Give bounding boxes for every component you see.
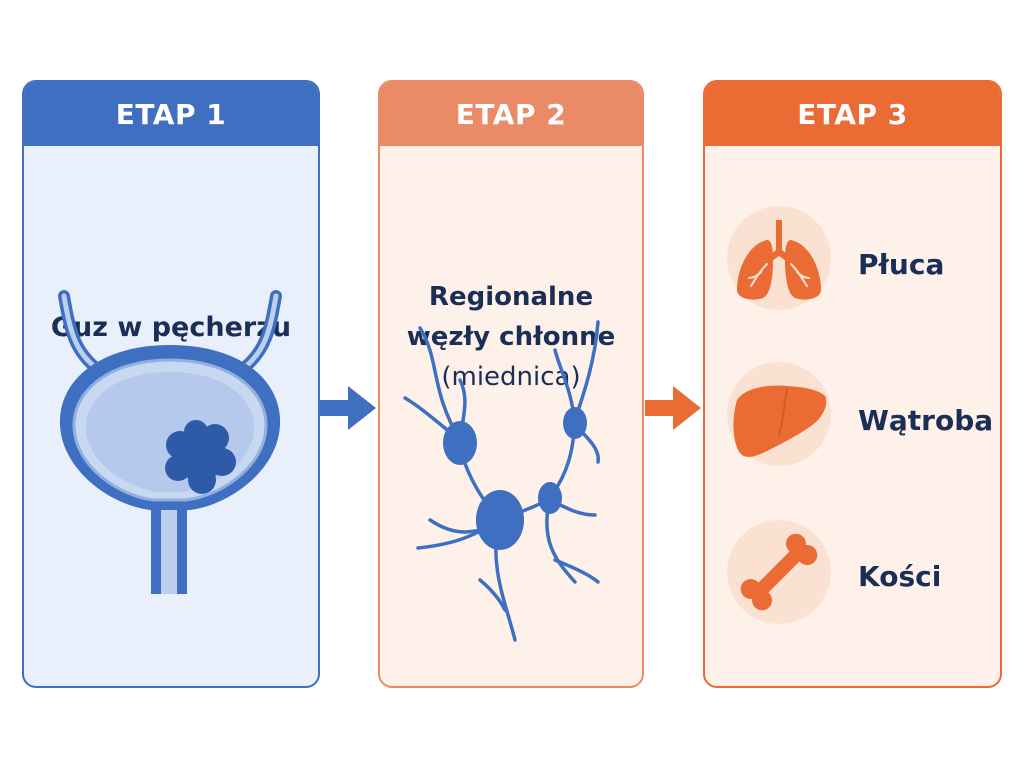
stage-1-header: ETAP 1 — [24, 82, 318, 146]
organ-label-liver: Wątroba — [858, 404, 994, 437]
stage-3-header: ETAP 3 — [705, 82, 1000, 146]
bone-icon — [740, 533, 818, 611]
stage-2-label-line-1: Regionalne — [428, 282, 594, 312]
stage-2-panel: ETAP 2 Regionalne węzły chłonne (miednic… — [378, 80, 644, 688]
stage-1-label: Guz w pęcherzu — [50, 312, 292, 343]
stage-2-header: ETAP 2 — [380, 82, 642, 146]
tumor-icon — [165, 420, 236, 494]
lungs-icon — [737, 220, 821, 300]
liver-icon — [733, 385, 827, 457]
organ-label-lungs: Płuca — [858, 248, 945, 281]
organ-label-bones: Kości — [858, 560, 942, 593]
arrow-right-icon — [645, 386, 701, 430]
stage-2-label-line-2: węzły chłonne — [406, 322, 616, 352]
arrow-right-icon — [320, 386, 376, 430]
stage-2-label: Regionalne węzły chłonne (miednica) — [380, 277, 642, 397]
